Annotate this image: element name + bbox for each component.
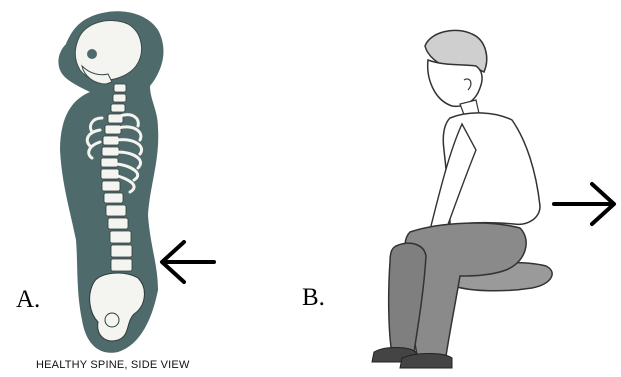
panel-b: B. — [300, 0, 621, 377]
arrow-left-icon — [162, 242, 214, 282]
panel-a-letter: A. — [16, 286, 40, 314]
panel-a-caption: HEALTHY SPINE, SIDE VIEW — [36, 359, 190, 371]
panel-a: A. HEALTHY SPINE, SIDE VIEW — [0, 0, 230, 377]
panel-b-letter: B. — [302, 284, 325, 312]
spine-illustration — [0, 0, 230, 377]
head — [428, 60, 482, 106]
hip-socket — [105, 313, 119, 327]
eye-socket — [87, 49, 97, 59]
arrow-right-icon — [554, 184, 614, 224]
sitting-person-illustration — [300, 0, 621, 377]
shoe-right — [400, 354, 452, 369]
